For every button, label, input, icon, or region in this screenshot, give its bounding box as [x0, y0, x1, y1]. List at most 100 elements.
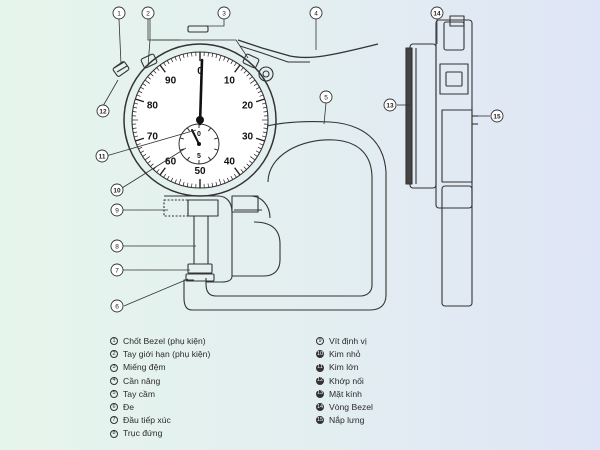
dial-tick — [174, 179, 177, 184]
dial-tick — [166, 60, 170, 65]
cushion-pad — [187, 25, 209, 33]
dial-label: 60 — [165, 156, 177, 167]
dial-tick — [163, 62, 167, 67]
dial-tick — [211, 53, 214, 58]
sub-dial-labels: 05 — [197, 131, 201, 160]
dial-tick — [255, 137, 265, 142]
dial-tick — [142, 153, 147, 157]
dial-tick — [261, 135, 266, 138]
dial-tick — [150, 163, 154, 167]
lifting-lever — [237, 39, 379, 59]
bezel-clip-left — [140, 53, 158, 69]
sub-dial-tick — [214, 148, 219, 151]
svg-text:8: 8 — [115, 244, 119, 251]
sub-dial-tick — [208, 156, 212, 161]
joint — [258, 66, 274, 82]
sub-dial-label: 0 — [197, 131, 201, 138]
svg-text:5: 5 — [324, 95, 328, 102]
dial-tick — [255, 86, 260, 90]
dial-tick — [246, 163, 250, 167]
sub-dial-tick — [186, 127, 190, 132]
callout-3: 3 — [217, 6, 231, 20]
dial-tick — [134, 135, 139, 138]
dial-tick — [156, 67, 160, 71]
dial-tick — [153, 70, 157, 74]
dial-tick — [182, 181, 185, 186]
dial-label: 20 — [242, 101, 254, 112]
bezel-clip-right — [242, 53, 260, 69]
leader-3 — [206, 19, 225, 27]
dial-tick — [226, 177, 230, 182]
dial-tick — [240, 169, 244, 173]
dial-tick — [230, 175, 234, 180]
dial-tick — [257, 90, 262, 94]
dial-tick — [243, 70, 247, 74]
svg-text:15: 15 — [493, 114, 501, 121]
dial-tick — [132, 111, 137, 113]
dial-tick — [207, 52, 209, 57]
small-needle — [191, 129, 200, 145]
callout-8: 8 — [110, 239, 124, 253]
stem-clamp — [231, 195, 259, 213]
dial-tick — [257, 146, 262, 150]
svg-text:4: 4 — [314, 11, 318, 18]
dial-tick — [133, 106, 138, 109]
frame-inner — [205, 139, 373, 297]
dial-tick — [249, 79, 256, 84]
dial-label: 90 — [165, 76, 177, 87]
callout-7: 7 — [110, 263, 124, 277]
dial-tick — [246, 73, 250, 77]
dial-tick — [211, 182, 214, 187]
lifting-lever-lower — [239, 45, 310, 63]
sub-dial-tick — [214, 137, 219, 140]
leader-5 — [323, 102, 327, 125]
dial-tick — [186, 182, 189, 187]
callout-10: 10 — [110, 183, 124, 197]
anvil — [185, 273, 215, 282]
dial-tick — [138, 146, 143, 150]
dial-tick — [215, 181, 218, 186]
dial-label: 70 — [147, 131, 159, 142]
leader-12 — [102, 79, 119, 107]
dial-tick — [218, 178, 222, 185]
dial-tick — [249, 156, 256, 161]
dial-tick — [156, 169, 160, 173]
svg-text:3: 3 — [222, 11, 226, 18]
dial-tick — [263, 111, 268, 113]
callout-4: 4 — [309, 6, 323, 20]
dial-tick — [259, 143, 264, 146]
svg-text:9: 9 — [115, 208, 119, 215]
dial-tick — [138, 90, 143, 94]
callout-13: 13 — [383, 98, 397, 112]
dial-tick — [249, 76, 253, 80]
stem-guide — [187, 199, 219, 217]
callout-5: 5 — [319, 90, 333, 104]
dial-tick — [147, 160, 151, 164]
dial-tick — [233, 62, 237, 67]
dial-tick — [186, 53, 189, 58]
bezel-ring — [123, 43, 277, 197]
dial-ticks — [132, 52, 268, 188]
callout-1: 1 — [112, 6, 126, 20]
svg-text:2: 2 — [146, 11, 150, 18]
svg-text:6: 6 — [115, 304, 119, 311]
dial-label: 10 — [224, 76, 236, 87]
dial-label: 30 — [242, 131, 254, 142]
side-view — [405, 15, 478, 307]
svg-text:11: 11 — [99, 154, 106, 161]
dial-label: 0 — [197, 66, 203, 77]
dial-tick — [223, 179, 226, 184]
dial-tick — [170, 58, 174, 63]
callout-15: 15 — [490, 109, 504, 123]
dial-tick — [240, 67, 244, 71]
joint-pin — [262, 70, 270, 78]
callout-14: 14 — [430, 6, 444, 20]
dial-tick — [261, 102, 266, 105]
dial-tick — [144, 79, 151, 84]
leader-6 — [123, 278, 189, 307]
dial-tick — [178, 178, 182, 185]
dial-tick — [142, 83, 147, 87]
dial-tick — [249, 160, 253, 164]
